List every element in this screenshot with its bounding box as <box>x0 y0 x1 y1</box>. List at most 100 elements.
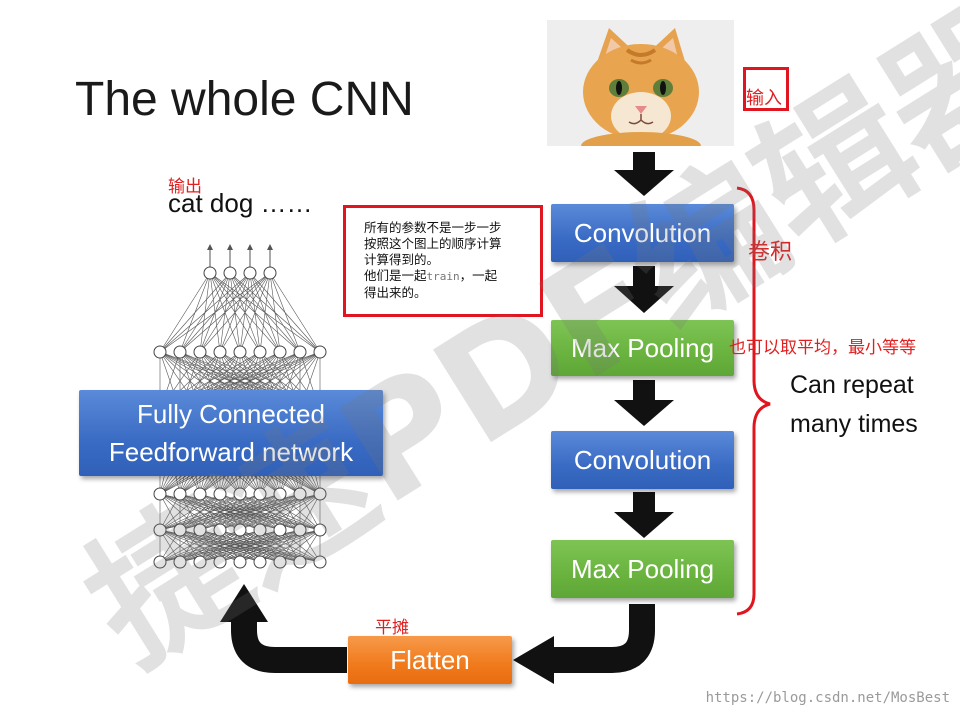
repeat-text: Can repeat many times <box>790 366 918 444</box>
nn-connection <box>299 493 321 531</box>
nn-connection <box>269 272 301 353</box>
nn-neuron <box>193 523 207 537</box>
nn-neuron <box>293 345 307 359</box>
nn-neuron <box>233 345 247 359</box>
flatten-block: Flatten <box>348 636 512 684</box>
down-arrow-3 <box>614 380 674 426</box>
nn-neuron <box>253 523 267 537</box>
nn-connection <box>279 493 321 531</box>
note-train-word: train <box>426 270 460 283</box>
nn-connection <box>239 529 321 563</box>
nn-connection <box>219 272 271 353</box>
note-line-5: 得出来的。 <box>364 285 427 300</box>
nn-neuron <box>253 555 267 569</box>
fc-line-1: Fully Connected <box>137 399 325 429</box>
nn-neuron <box>173 345 187 359</box>
nn-neuron <box>213 487 227 501</box>
note-line-4: 他们是一起train，一起 <box>364 268 540 285</box>
input-highlight-box <box>743 67 789 111</box>
nn-connection <box>159 493 201 531</box>
nn-connection <box>159 493 321 531</box>
nn-neuron <box>253 345 267 359</box>
nn-connection <box>159 272 211 353</box>
nn-neuron <box>213 523 227 537</box>
nn-neuron <box>273 487 287 501</box>
nn-arrow-head <box>207 244 213 250</box>
nn-neuron <box>173 555 187 569</box>
fc-line-2: Feedforward network <box>108 437 354 467</box>
nn-neuron <box>243 266 257 280</box>
nn-neuron <box>193 487 207 501</box>
nn-neuron <box>293 523 307 537</box>
output-classes: cat dog …… <box>168 188 313 218</box>
nn-neuron <box>263 266 277 280</box>
nn-connection <box>269 272 321 353</box>
nn-connection <box>159 529 201 563</box>
conv-annotation: 卷积 <box>748 240 793 265</box>
nn-connection <box>179 272 271 353</box>
nn-arrow-head <box>227 244 233 250</box>
nn-connection <box>219 493 321 531</box>
nn-connection <box>159 493 301 531</box>
nn-connection <box>159 272 231 353</box>
note-line-2: 按照这个图上的顺序计算 <box>364 236 502 251</box>
nn-connection <box>159 493 261 531</box>
curved-arrow-to-fc <box>220 584 347 673</box>
nn-neuron <box>223 266 237 280</box>
watermark-url: https://blog.csdn.net/MosBest <box>705 690 950 706</box>
nn-neuron <box>313 345 327 359</box>
nn-connection <box>259 272 271 353</box>
nn-neuron <box>203 266 217 280</box>
nn-neuron <box>213 555 227 569</box>
nn-connection <box>159 493 221 531</box>
nn-neuron <box>233 555 247 569</box>
nn-neuron <box>313 487 327 501</box>
convolution-block-1: Convolution <box>551 204 734 262</box>
slide-title: The whole CNN <box>75 73 414 126</box>
nn-arrow-head <box>267 244 273 250</box>
nn-neuron <box>153 345 167 359</box>
nn-neuron <box>193 555 207 569</box>
nn-neuron <box>273 555 287 569</box>
nn-neuron <box>273 345 287 359</box>
cat-image <box>547 20 734 146</box>
nn-connection <box>159 529 221 563</box>
nn-neuron <box>313 523 327 537</box>
nn-connection <box>199 272 271 353</box>
curved-arrow-to-flatten <box>513 604 655 684</box>
down-arrow-1 <box>614 152 674 196</box>
nn-neuron <box>293 555 307 569</box>
nn-connection <box>259 529 321 563</box>
nn-connection <box>159 529 321 563</box>
repeat-brace <box>736 186 771 616</box>
max-pooling-block-1: Max Pooling <box>551 320 734 376</box>
nn-connection <box>159 529 241 563</box>
nn-neuron <box>233 487 247 501</box>
nn-neuron <box>253 487 267 501</box>
nn-connection <box>269 272 281 353</box>
pool-annotation: 也可以取平均，最小等等 <box>729 338 916 358</box>
nn-connection <box>159 272 251 353</box>
note-line-4b: ，一起 <box>459 268 498 283</box>
nn-connection <box>159 272 271 353</box>
nn-neuron <box>193 345 207 359</box>
nn-connection <box>279 529 321 563</box>
nn-neuron <box>213 345 227 359</box>
nn-connection <box>239 493 321 531</box>
down-arrow-4 <box>614 492 674 538</box>
nn-neuron <box>153 487 167 501</box>
flatten-annotation: 平摊 <box>375 618 409 638</box>
nn-connection <box>179 493 321 531</box>
nn-connection <box>159 493 241 531</box>
nn-neuron <box>293 487 307 501</box>
nn-arrow-head <box>247 244 253 250</box>
parameter-note-box: 所有的参数不是一步一步 按照这个图上的顺序计算 计算得到的。 他们是一起trai… <box>343 205 543 317</box>
note-line-1: 所有的参数不是一步一步 <box>364 220 502 235</box>
repeat-line-1: Can repeat <box>790 371 914 399</box>
note-line-4a: 他们是一起 <box>364 268 427 283</box>
nn-connection <box>239 272 271 353</box>
repeat-line-2: many times <box>790 410 918 438</box>
nn-neuron <box>313 555 327 569</box>
nn-neuron <box>153 555 167 569</box>
